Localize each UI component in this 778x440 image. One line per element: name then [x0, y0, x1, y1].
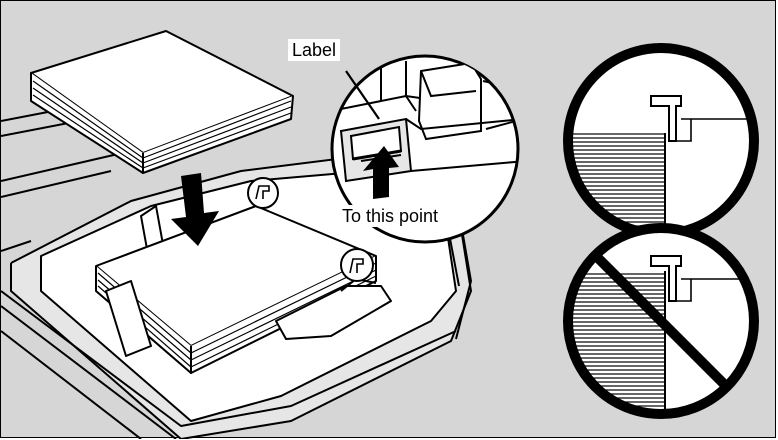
incorrect-example [563, 223, 759, 419]
paper-stack-loading [30, 30, 294, 174]
paper-stack-in-tray [95, 205, 392, 374]
up-arrow-icon [363, 146, 399, 199]
guide-marks [247, 177, 374, 282]
zoom-detail [330, 54, 520, 244]
label-callout: Label [288, 39, 341, 61]
to-this-point-callout: To this point [338, 205, 443, 227]
correct-example [563, 43, 759, 239]
down-arrow-icon [171, 173, 219, 246]
